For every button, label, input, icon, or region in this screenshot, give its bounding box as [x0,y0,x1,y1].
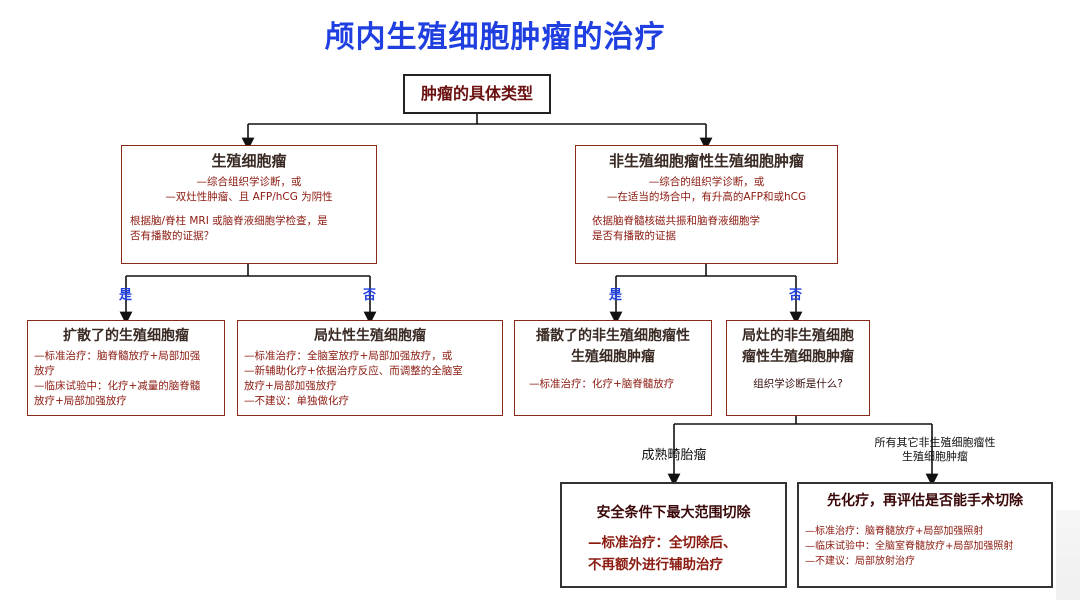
germinoma-box: 生殖细胞瘤 —综合组织学诊断，或 —双灶性肿瘤、且 AFP/hCG 为阴性 根据… [121,145,377,264]
disseminated-nggct-title-2: 生殖细胞肿瘤 [571,349,655,365]
germinoma-no-label: 否 [363,288,377,303]
other-nggct-line-1: —标准治疗：脑脊髓放疗+局部加强照射 [805,526,984,537]
nggct-no-label: 否 [789,288,803,303]
other-nggct-box: 先化疗，再评估是否能手术切除 —标准治疗：脑脊髓放疗+局部加强照射 —临床试验中… [797,482,1053,588]
focal-germinoma-line-3: 放疗+局部加强放疗 [244,380,337,392]
other-nggct-title: 先化疗，再评估是否能手术切除 [827,493,1023,509]
disseminated-germinoma-box: 扩散了的生殖细胞瘤 —标准治疗：脑脊髓放疗+局部加强 放疗 —临床试验中：化疗+… [27,320,225,416]
other-branch-label-2: 生殖细胞肿瘤 [902,450,968,463]
disseminated-nggct-box: 播散了的非生殖细胞瘤性 生殖细胞肿瘤 —标准治疗：化疗+脑脊髓放疗 [514,320,712,416]
disseminated-germinoma-line-3: —临床试验中：化疗+减量的脑脊髓 [34,380,201,392]
focal-germinoma-line-4: —不建议：单独做化疗 [244,395,349,407]
nggct-box: 非生殖细胞瘤性生殖细胞肿瘤 —综合的组织学诊断，或 —在适当的场合中，有升高的A… [575,145,838,264]
focal-germinoma-box: 局灶性生殖细胞瘤 —标准治疗：全脑室放疗+局部加强放疗，或 —新辅助化疗+依据治… [237,320,503,416]
tumor-type-box: 肿瘤的具体类型 [403,74,551,114]
germinoma-title: 生殖细胞瘤 [211,152,287,170]
germinoma-question-1: 根据脑/脊柱 MRI 或脑脊液细胞学检查，是 [130,215,328,227]
disseminated-germinoma-line-4: 放疗+局部加强放疗 [34,395,127,407]
teratoma-branch-label: 成熟畸胎瘤 [641,448,707,463]
other-nggct-line-3: —不建议：局部放射治疗 [805,556,915,567]
other-nggct-line-2: —临床试验中：全脑室脊髓放疗+局部加强照射 [805,541,1014,552]
germinoma-yes-label: 是 [119,288,133,303]
teratoma-box: 安全条件下最大范围切除 —标准治疗：全切除后、 不再额外进行辅助治疗 [560,482,787,588]
nggct-question-2: 是否有播散的证据 [592,230,676,242]
nggct-yes-label: 是 [609,288,623,303]
disseminated-nggct-line-1: —标准治疗：化疗+脑脊髓放疗 [529,378,675,390]
teratoma-line-1: —标准治疗：全切除后、 [588,535,737,551]
focal-nggct-title-2: 瘤性生殖细胞肿瘤 [742,349,854,365]
nggct-line-1: —综合的组织学诊断，或 [648,176,765,188]
watermark [1056,510,1080,600]
focal-germinoma-line-2: —新辅助化疗+依据治疗反应、而调整的全脑室 [244,365,463,377]
teratoma-title: 安全条件下最大范围切除 [596,505,751,521]
nggct-title: 非生殖细胞瘤性生殖细胞肿瘤 [608,152,804,170]
disseminated-nggct-title-1: 播散了的非生殖细胞瘤性 [536,328,690,344]
focal-nggct-box: 局灶的非生殖细胞 瘤性生殖细胞肿瘤 组织学诊断是什么? [726,320,870,416]
other-branch-label: 所有其它非生殖细胞瘤性 生殖细胞肿瘤 [850,436,1020,464]
page-title: 颅内生殖细胞肿瘤的治疗 [324,20,666,55]
germinoma-line-2: —双灶性肿瘤、且 AFP/hCG 为阴性 [165,191,333,203]
focal-germinoma-line-1: —标准治疗：全脑室放疗+局部加强放疗，或 [244,350,453,362]
other-branch-label-1: 所有其它非生殖细胞瘤性 [874,436,996,449]
disseminated-germinoma-title: 扩散了的生殖细胞瘤 [63,328,189,344]
tumor-type-label: 肿瘤的具体类型 [420,84,533,103]
focal-nggct-question: 组织学诊断是什么? [753,378,843,390]
nggct-line-2: —在适当的场合中，有升高的AFP和或hCG [606,191,807,203]
germinoma-question-2: 否有播散的证据？ [130,230,214,242]
disseminated-germinoma-line-1: —标准治疗：脑脊髓放疗+局部加强 [34,350,201,362]
focal-nggct-title-1: 局灶的非生殖细胞 [742,328,854,344]
disseminated-germinoma-line-2: 放疗 [34,365,55,377]
germinoma-line-1: —综合组织学诊断，或 [196,176,302,188]
teratoma-line-2: 不再额外进行辅助治疗 [588,557,723,573]
nggct-question-1: 依据脑脊髓核磁共振和脑脊液细胞学 [592,215,760,227]
focal-germinoma-title: 局灶性生殖细胞瘤 [314,328,426,344]
